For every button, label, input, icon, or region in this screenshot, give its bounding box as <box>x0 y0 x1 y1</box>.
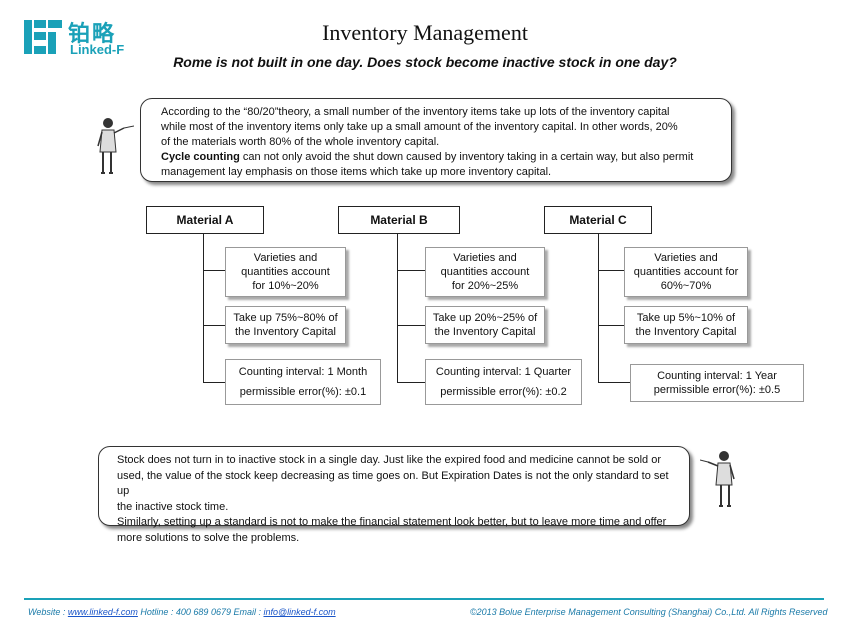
box-line: the Inventory Capital <box>235 326 336 338</box>
box-line: 60%~70% <box>660 280 712 292</box>
box-line: quantities account <box>440 266 530 278</box>
footer-copyright: ©2013 Bolue Enterprise Management Consul… <box>470 607 828 617</box>
material-b-capital-box: Take up 20%~25% of the Inventory Capital <box>425 306 545 344</box>
permissible-error: permissible error(%): ±0.2 <box>440 386 567 398</box>
logo-english-text: Linked-F <box>70 42 125 57</box>
conclusion-line: more solutions to solve the problems. <box>117 531 300 544</box>
footer-divider <box>24 598 824 600</box>
presenter-figure-icon <box>700 451 735 507</box>
material-c-header: Material C <box>544 206 652 234</box>
box-line: Varieties and <box>654 252 718 264</box>
box-line: Take up 20%~25% of <box>432 312 538 324</box>
conclusion-line: the inactive stock time. <box>117 500 229 513</box>
hotline-text: Hotline : 400 689 0679 Email : <box>137 607 264 617</box>
box-line: quantities account for <box>633 266 739 278</box>
connector <box>397 325 425 326</box>
material-b-interval-box: Counting interval: 1 Quarter permissible… <box>425 359 582 405</box>
intro-line-rest: can not only avoid the shut down caused … <box>239 151 694 163</box>
logo-chinese-text: 铂略 <box>68 22 117 47</box>
counting-interval: Counting interval: 1 Quarter <box>435 366 572 378</box>
footer-contact: Website : www.linked-f.com Hotline : 400… <box>28 607 336 617</box>
cycle-counting-keyword: Cycle counting <box>161 151 240 163</box>
company-logo: 铂略 Linked-F <box>22 18 142 60</box>
box-line: Varieties and <box>453 252 517 264</box>
box-line: for 10%~20% <box>252 280 319 292</box>
box-line: the Inventory Capital <box>434 326 536 338</box>
intro-line: According to the “80/20”theory, a small … <box>161 106 670 118</box>
box-line: the Inventory Capital <box>635 326 737 338</box>
material-a-interval-box: Counting interval: 1 Month permissible e… <box>225 359 381 405</box>
website-link[interactable]: www.linked-f.com <box>67 607 138 617</box>
box-line: Take up 5%~10% of <box>636 312 736 324</box>
connector <box>397 382 425 383</box>
conclusion-text-box: Stock does not turn in to inactive stock… <box>98 446 690 544</box>
intro-line: of the materials worth 80% of the whole … <box>161 136 440 148</box>
material-a-header: Material A <box>146 206 264 234</box>
intro-line: Cycle counting can not only avoid the sh… <box>161 150 721 165</box>
connector <box>397 270 425 271</box>
box-line: for 20%~25% <box>451 280 519 292</box>
website-label: Website : <box>28 607 68 617</box>
connector <box>203 270 225 271</box>
connector <box>598 325 624 326</box>
page-subtitle: Rome is not built in one day. Does stock… <box>173 54 677 70</box>
logo-mark-icon <box>24 20 62 54</box>
presenter-figure-icon <box>97 118 134 174</box>
conclusion-line: used, the value of the stock keep decrea… <box>117 469 669 498</box>
counting-interval: Counting interval: 1 Month <box>238 366 368 378</box>
material-c-varieties-box: Varieties and quantities account for 60%… <box>624 247 748 297</box>
material-c-interval-box: Counting interval: 1 Year permissible er… <box>630 364 804 402</box>
material-b-varieties-box: Varieties and quantities account for 20%… <box>425 247 545 297</box>
box-line: Varieties and <box>253 252 318 264</box>
intro-text-box: According to the “80/20”theory, a small … <box>140 98 732 182</box>
material-a-capital-box: Take up 75%~80% of the Inventory Capital <box>225 306 346 344</box>
conclusion-line: Similarly, setting up a standard is not … <box>117 516 667 528</box>
counting-interval: Counting interval: 1 Year <box>657 370 777 382</box>
material-b-header: Material B <box>338 206 460 234</box>
box-line: Take up 75%~80% of <box>233 312 338 324</box>
connector <box>598 270 624 271</box>
intro-line: management lay emphasis on those items w… <box>161 166 552 178</box>
connector <box>203 325 225 326</box>
box-line: quantities account <box>241 266 330 278</box>
material-a-varieties-box: Varieties and quantities account for 10%… <box>225 247 346 297</box>
intro-line: while most of the inventory items only t… <box>161 121 678 133</box>
connector <box>598 382 630 383</box>
permissible-error: permissible error(%): ±0.5 <box>653 384 781 396</box>
page-title: Inventory Management <box>322 20 528 45</box>
email-link[interactable]: info@linked-f.com <box>263 607 336 617</box>
permissible-error: permissible error(%): ±0.1 <box>239 386 367 398</box>
material-c-capital-box: Take up 5%~10% of the Inventory Capital <box>624 306 748 344</box>
material-a-connector <box>203 234 204 382</box>
material-c-connector <box>598 234 599 382</box>
conclusion-line: Stock does not turn in to inactive stock… <box>117 454 662 466</box>
connector <box>203 382 225 383</box>
material-b-connector <box>397 234 398 382</box>
